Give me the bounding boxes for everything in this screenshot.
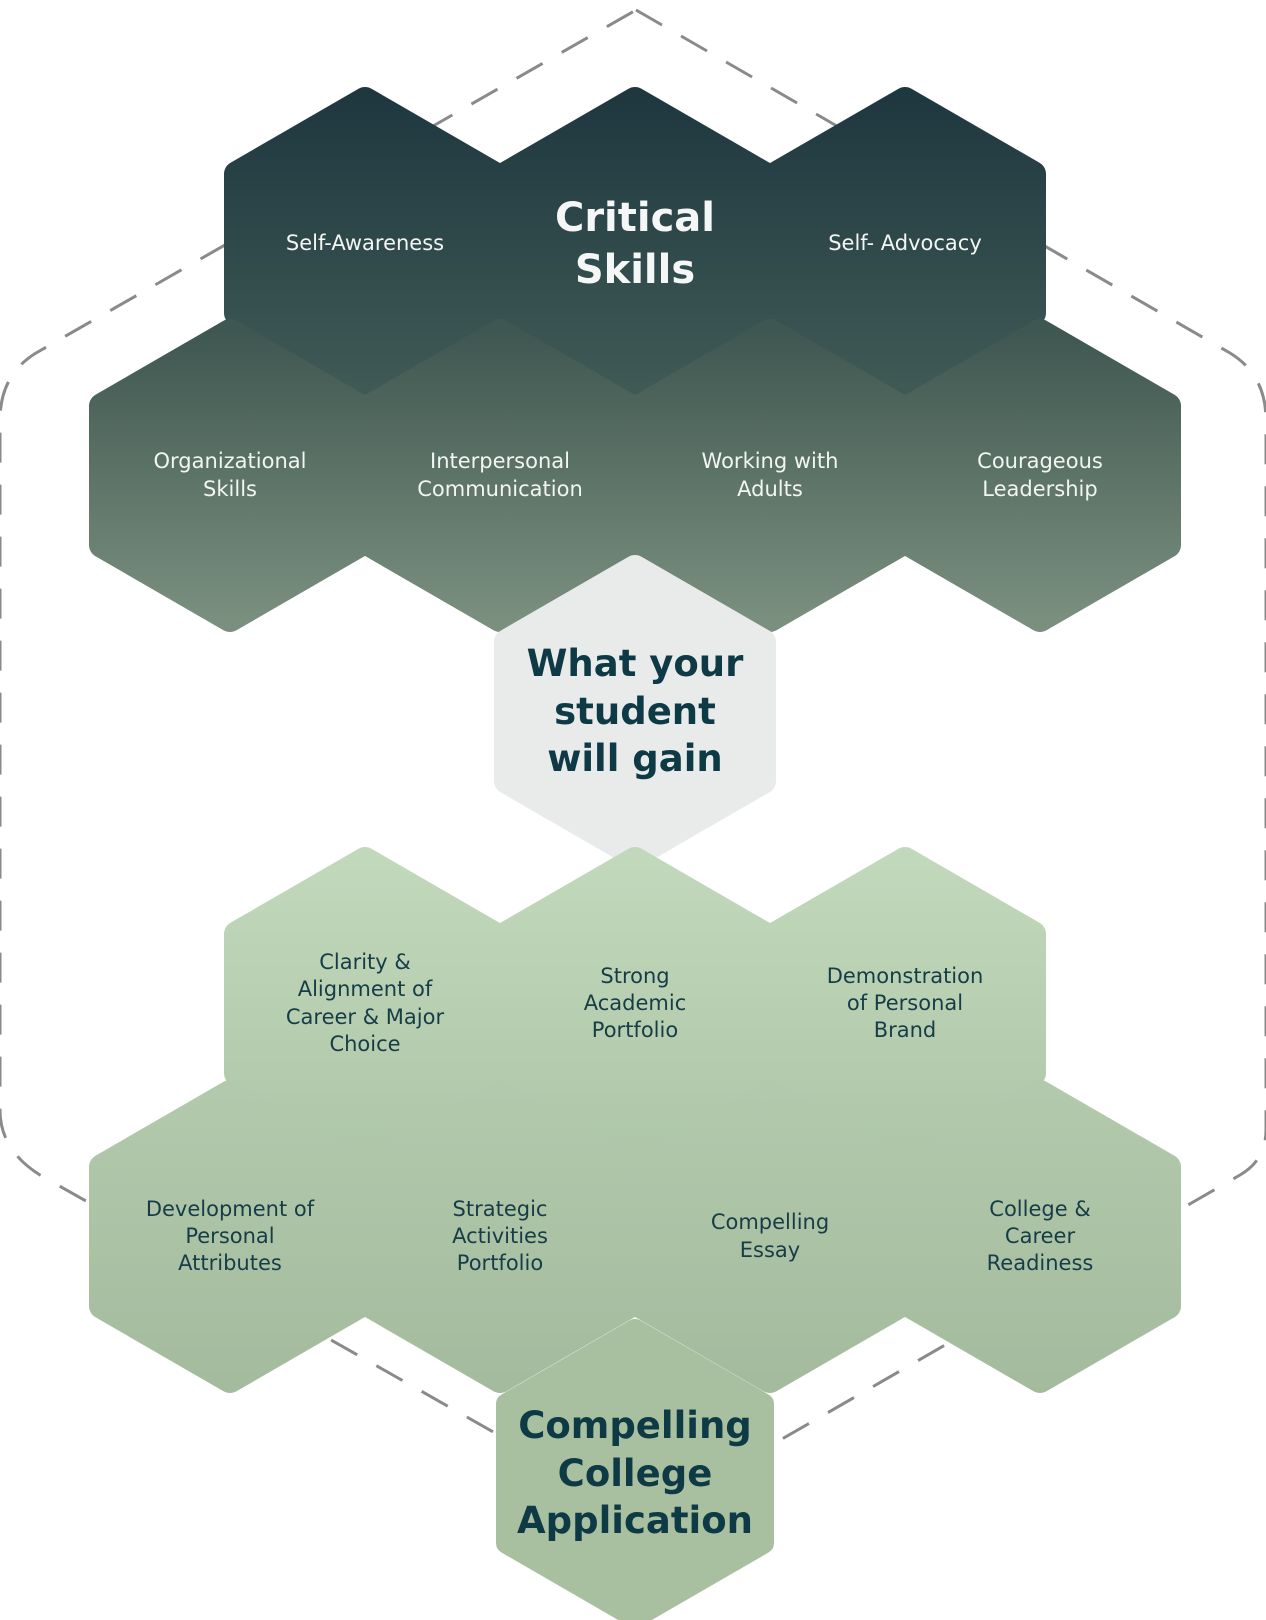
hex-demonstration-personal-brand: [764, 847, 1046, 1160]
label-courageous-leadership: Courageous Leadership: [977, 449, 1103, 501]
hex-self-advocacy: [764, 87, 1046, 400]
label-strong-academic-portfolio: Strong Academic Portfolio: [583, 963, 687, 1043]
hex-working-with-adults: [629, 319, 911, 632]
label-clarity-alignment: Clarity & Alignment of Career & Major Ch…: [285, 949, 445, 1056]
label-compelling-essay: Compelling Essay: [710, 1210, 830, 1262]
critical-skills-title: Critical Skills: [554, 194, 716, 293]
hex-self-awareness: [224, 87, 506, 400]
label-self-advocacy: Self- Advocacy: [828, 230, 982, 255]
label-organizational-skills: Organizational Skills: [153, 449, 307, 501]
label-development-personal-attributes: Development of Personal Attributes: [145, 1196, 315, 1276]
label-college-career-readiness: College & Career Readiness: [986, 1196, 1094, 1276]
hex-interpersonal-communication: [359, 319, 641, 632]
hex-development-personal-attributes: [89, 1080, 371, 1393]
hex-compelling-essay: [629, 1080, 911, 1393]
hex-compelling-college-application: [496, 1319, 774, 1620]
label-self-awareness: Self-Awareness: [285, 230, 445, 255]
hex-courageous-leadership: [899, 319, 1181, 632]
compelling-college-application-title: Compelling College Application: [516, 1404, 753, 1543]
label-interpersonal-communication: Interpersonal Communication: [417, 449, 583, 501]
hex-critical-skills: [494, 87, 776, 400]
label-strategic-activities-portfolio: Strategic Activities Portfolio: [452, 1196, 548, 1276]
hex-organizational-skills: [89, 319, 371, 632]
hex-college-career-readiness: [899, 1080, 1181, 1393]
label-demonstration-personal-brand: Demonstration of Personal Brand: [826, 963, 984, 1043]
hex-strong-academic-portfolio: [494, 847, 776, 1160]
dashed-outline: [0, 8, 1266, 1520]
center-title: What your student will gain: [526, 642, 744, 781]
label-working-with-adults: Working with Adults: [701, 449, 839, 501]
hex-clarity-alignment: [224, 847, 506, 1160]
hex-strategic-activities-portfolio: [359, 1080, 641, 1393]
